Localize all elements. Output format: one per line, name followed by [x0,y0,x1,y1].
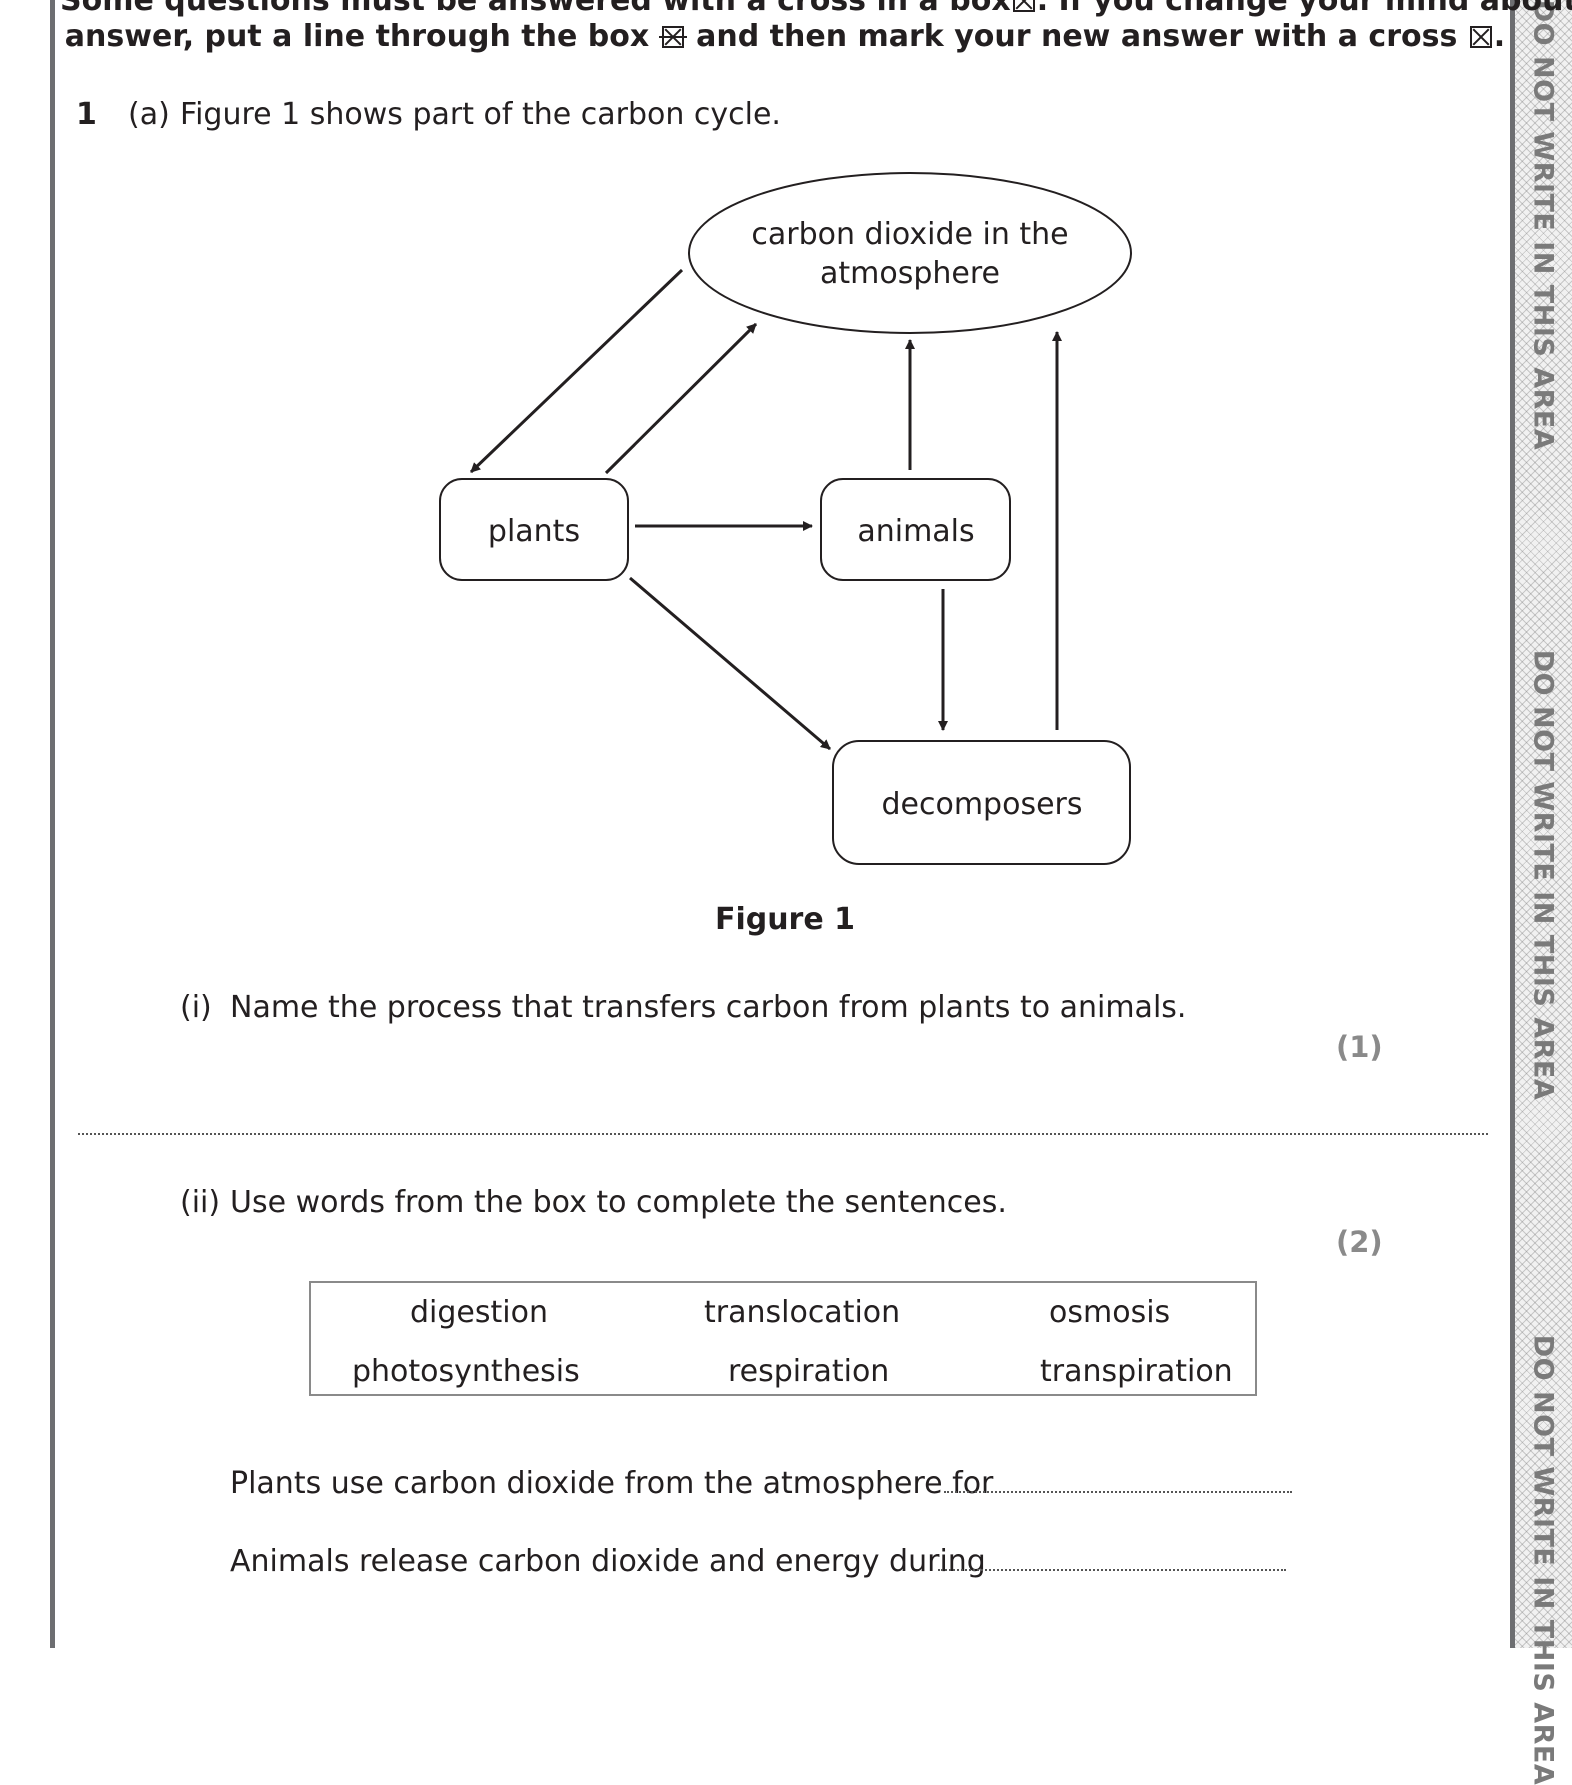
question-number: 1 [76,97,97,132]
part-i-label: (i) [180,990,212,1025]
part-i-question: Name the process that transfers carbon f… [230,990,1187,1025]
arrow-plants-to-decomposers [629,576,831,751]
decomposers-node [832,740,1131,865]
part-ii-question: Use words from the box to complete the s… [230,1185,1007,1220]
part-ii-marks: (2) [1336,1225,1383,1259]
word-option: respiration [728,1354,890,1389]
atmosphere-label-line2: atmosphere [820,256,1000,291]
word-option: digestion [410,1295,548,1330]
right-border-rule [1510,0,1515,1648]
carbon-cycle-diagram: carbon dioxide in the atmosphere plants … [439,172,1132,865]
cross-box-icon [1012,0,1035,12]
part-i-marks: (1) [1336,1030,1383,1064]
arrow-atmosphere-to-plants [469,268,684,474]
plants-node [439,478,629,581]
margin-hatched-strip [1515,0,1572,1648]
animals-node [820,478,1011,581]
atmosphere-node [688,172,1132,334]
plants-label: plants [488,514,580,549]
word-option: osmosis [1049,1295,1171,1330]
crossed-out-box-icon [658,26,687,48]
decomposers-label: decomposers [881,787,1082,822]
sentence-1: Plants use carbon dioxide from the atmos… [230,1466,994,1501]
word-box [309,1281,1257,1396]
word-option: transpiration [1040,1354,1233,1389]
instructions-line-1: Some questions must be answered with a c… [60,0,1572,16]
sentence-2-answer-line[interactable] [938,1569,1286,1571]
word-option: translocation [704,1295,901,1330]
arrow-plants-to-atmosphere [604,322,758,475]
part-ii-label: (ii) [180,1185,221,1220]
part-a-text: Figure 1 shows part of the carbon cycle. [180,97,781,132]
atmosphere-label-line1: carbon dioxide in the [751,217,1068,252]
instructions-line-2: answer, put a line through the box and t… [64,19,1506,54]
left-border-rule [50,0,55,1648]
cross-box-icon [1469,26,1492,48]
part-i-answer-line[interactable] [78,1133,1488,1135]
sentence-2: Animals release carbon dioxide and energ… [230,1544,986,1579]
animals-label: animals [857,514,974,549]
sentence-1-answer-line[interactable] [944,1491,1292,1493]
figure-caption: Figure 1 [714,902,856,937]
word-option: photosynthesis [352,1354,580,1389]
part-a-label: (a) [128,97,170,132]
